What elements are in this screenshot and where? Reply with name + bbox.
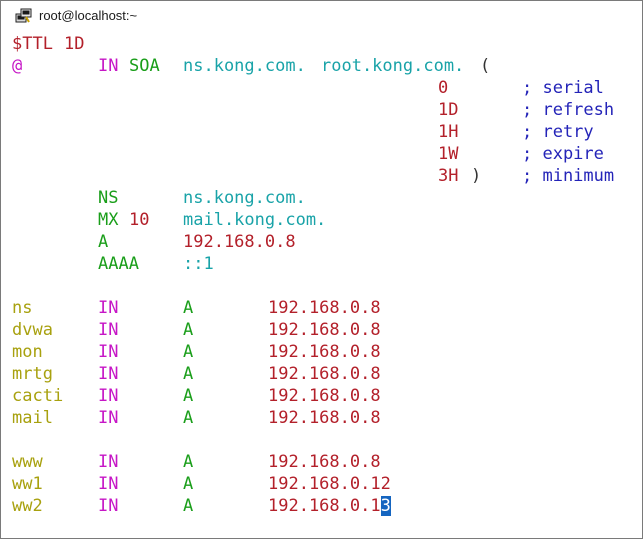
record-name: mon xyxy=(12,342,43,362)
ttl-value: 1D xyxy=(64,34,85,54)
mx-record-value: mail.kong.com. xyxy=(183,210,327,230)
record-type: A xyxy=(183,452,194,472)
ns-record-type: NS xyxy=(98,188,119,208)
soa-expire-value: 1W xyxy=(438,144,459,164)
soa-serial-value: 0 xyxy=(438,78,449,98)
record-name: dvwa xyxy=(12,320,53,340)
record-name: mrtg xyxy=(12,364,53,384)
soa-mname: ns.kong.com. xyxy=(183,56,306,76)
title-bar[interactable]: root@localhost:~ xyxy=(1,1,642,31)
record-class: IN xyxy=(98,408,119,428)
soa-retry-value: 1H xyxy=(438,122,459,142)
terminal-content[interactable]: $TTL 1D @ IN SOA ns.kong.com. root.kong.… xyxy=(1,31,642,538)
record-type: A xyxy=(183,342,194,362)
record-class: IN xyxy=(98,342,119,362)
record-value: 192.168.0.8 xyxy=(268,364,381,384)
soa-serial-comment: ; serial xyxy=(522,78,604,98)
record-class: IN xyxy=(98,474,119,494)
record-value: 192.168.0.8 xyxy=(268,342,381,362)
soa-expire-comment: ; expire xyxy=(522,144,604,164)
soa-rname: root.kong.com. xyxy=(321,56,465,76)
aaaa-record-type: AAAA xyxy=(98,254,139,274)
soa-refresh-comment: ; refresh xyxy=(522,100,615,120)
record-value-text: 192.168.0.1 xyxy=(268,496,381,516)
record-value: 192.168.0.8 xyxy=(268,298,381,318)
record-type: A xyxy=(183,320,194,340)
record-value: 192.168.0.8 xyxy=(268,452,381,472)
record-value: 192.168.0.13 xyxy=(268,495,391,517)
record-class: IN xyxy=(98,386,119,406)
soa-minimum-comment: ; minimum xyxy=(522,166,615,186)
record-class: IN xyxy=(98,452,119,472)
record-value: 192.168.0.8 xyxy=(268,320,381,340)
mx-record-type: MX xyxy=(98,210,119,230)
record-value: 192.168.0.8 xyxy=(268,408,381,428)
soa-minimum-value: 3H xyxy=(438,166,459,186)
record-class: IN xyxy=(98,496,119,516)
origin-symbol: @ xyxy=(12,56,23,76)
soa-refresh-value: 1D xyxy=(438,100,459,120)
record-type: A xyxy=(183,408,194,428)
text-cursor[interactable]: 3 xyxy=(380,496,391,516)
window-title: root@localhost:~ xyxy=(39,8,138,23)
record-type: A xyxy=(183,298,194,318)
record-name: ww1 xyxy=(12,474,43,494)
record-name: ww2 xyxy=(12,496,43,516)
record-name: ns xyxy=(12,298,33,318)
mx-record-pref: 10 xyxy=(129,210,150,230)
soa-open-paren: ( xyxy=(480,56,491,76)
record-name: www xyxy=(12,452,43,472)
record-class: IN xyxy=(98,320,119,340)
record-name: cacti xyxy=(12,386,64,406)
record-class: IN xyxy=(98,364,119,384)
record-type: A xyxy=(183,474,194,494)
apex-a-record-type: A xyxy=(98,232,109,252)
ttl-directive: $TTL xyxy=(12,34,53,54)
record-type: A xyxy=(183,496,194,516)
soa-close-paren: ) xyxy=(471,166,482,186)
record-value: 192.168.0.8 xyxy=(268,386,381,406)
record-class: IN xyxy=(98,298,119,318)
apex-a-record-value: 192.168.0.8 xyxy=(183,232,296,252)
record-value: 192.168.0.12 xyxy=(268,474,391,494)
soa-retry-comment: ; retry xyxy=(522,122,594,142)
soa-class: IN xyxy=(98,56,119,76)
record-type: A xyxy=(183,364,194,384)
putty-terminal-icon xyxy=(15,8,32,23)
aaaa-record-value: ::1 xyxy=(183,254,214,274)
soa-type: SOA xyxy=(129,56,160,76)
record-name: mail xyxy=(12,408,53,428)
ns-record-value: ns.kong.com. xyxy=(183,188,306,208)
record-type: A xyxy=(183,386,194,406)
